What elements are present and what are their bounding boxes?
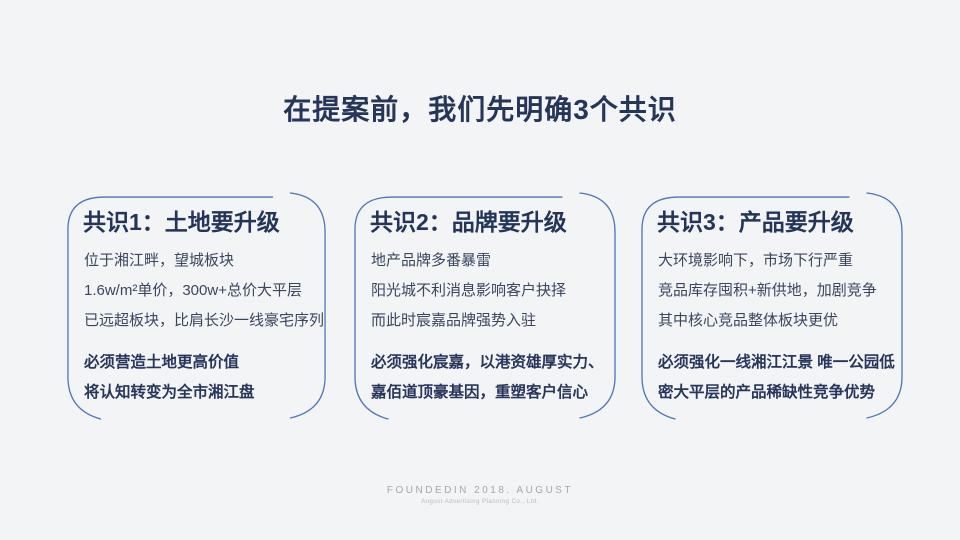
card-conclusion-text: 必须强化宸嘉，以港资雄厚实力、 嘉佰道顶豪基因，重塑客户信心 (371, 348, 614, 408)
card-conclusion-text: 必须营造土地更高价值 将认知转变为全市湘江盘 (84, 348, 324, 408)
body-line: 1.6w/m²单价，300w+总价大平层 (84, 282, 302, 299)
card-conclusion-text: 必须强化一线湘江江景 唯一公园低 密大平层的产品稀缺性竞争优势 (658, 348, 901, 408)
card-title: 共识3：产品要升级 (657, 209, 854, 235)
consensus-card-3: 共识3：产品要升级 大环境影响下，市场下行严重 竞品库存囤积+新供地，加剧竞争 … (637, 187, 907, 420)
conclusion-line: 必须营造土地更高价值 (84, 354, 240, 371)
conclusion-line: 密大平层的产品稀缺性竞争优势 (658, 384, 876, 401)
body-line: 地产品牌多番暴雷 (371, 252, 492, 269)
conclusion-line: 嘉佰道顶豪基因，重塑客户信心 (371, 384, 589, 401)
body-line: 其中核心竞品整体板块更优 (658, 312, 839, 329)
card-body-text: 大环境影响下，市场下行严重 竞品库存囤积+新供地，加剧竞争 其中核心竞品整体板块… (658, 246, 901, 336)
card-body-text: 位于湘江畔，望城板块 1.6w/m²单价，300w+总价大平层 已远超板块，比肩… (84, 246, 324, 336)
card-body-text: 地产品牌多番暴雷 阳光城不利消息影响客户抉择 而此时宸嘉品牌强势入驻 (371, 246, 614, 336)
body-line: 大环境影响下，市场下行严重 (658, 252, 854, 269)
consensus-card-1: 共识1：土地要升级 位于湘江畔，望城板块 1.6w/m²单价，300w+总价大平… (63, 187, 330, 420)
card-title: 共识1：土地要升级 (83, 209, 280, 235)
card-title: 共识2：品牌要升级 (370, 209, 567, 235)
page-title: 在提案前，我们先明确3个共识 (283, 94, 677, 125)
conclusion-line: 将认知转变为全市湘江盘 (84, 384, 255, 401)
conclusion-line: 必须强化一线湘江江景 唯一公园低 (658, 354, 895, 371)
body-line: 位于湘江畔，望城板块 (84, 252, 235, 269)
body-line: 竞品库存囤积+新供地，加剧竞争 (658, 282, 877, 299)
footer-company-line: August Advertising Planning Co., Ltd. (421, 499, 539, 505)
card-open-frame-border (67, 192, 326, 420)
body-line: 已远超板块，比肩长沙一线豪宅序列 (84, 312, 325, 329)
body-line: 阳光城不利消息影响客户抉择 (371, 282, 567, 299)
body-line: 而此时宸嘉品牌强势入驻 (371, 312, 537, 329)
card-open-frame-border (354, 192, 616, 420)
consensus-card-2: 共识2：品牌要升级 地产品牌多番暴雷 阳光城不利消息影响客户抉择 而此时宸嘉品牌… (350, 187, 620, 420)
card-open-frame-border (641, 192, 903, 420)
conclusion-line: 必须强化宸嘉，以港资雄厚实力、 (371, 354, 604, 371)
footer-founded-line: FOUNDEDIN 2018. AUGUST (386, 485, 574, 496)
